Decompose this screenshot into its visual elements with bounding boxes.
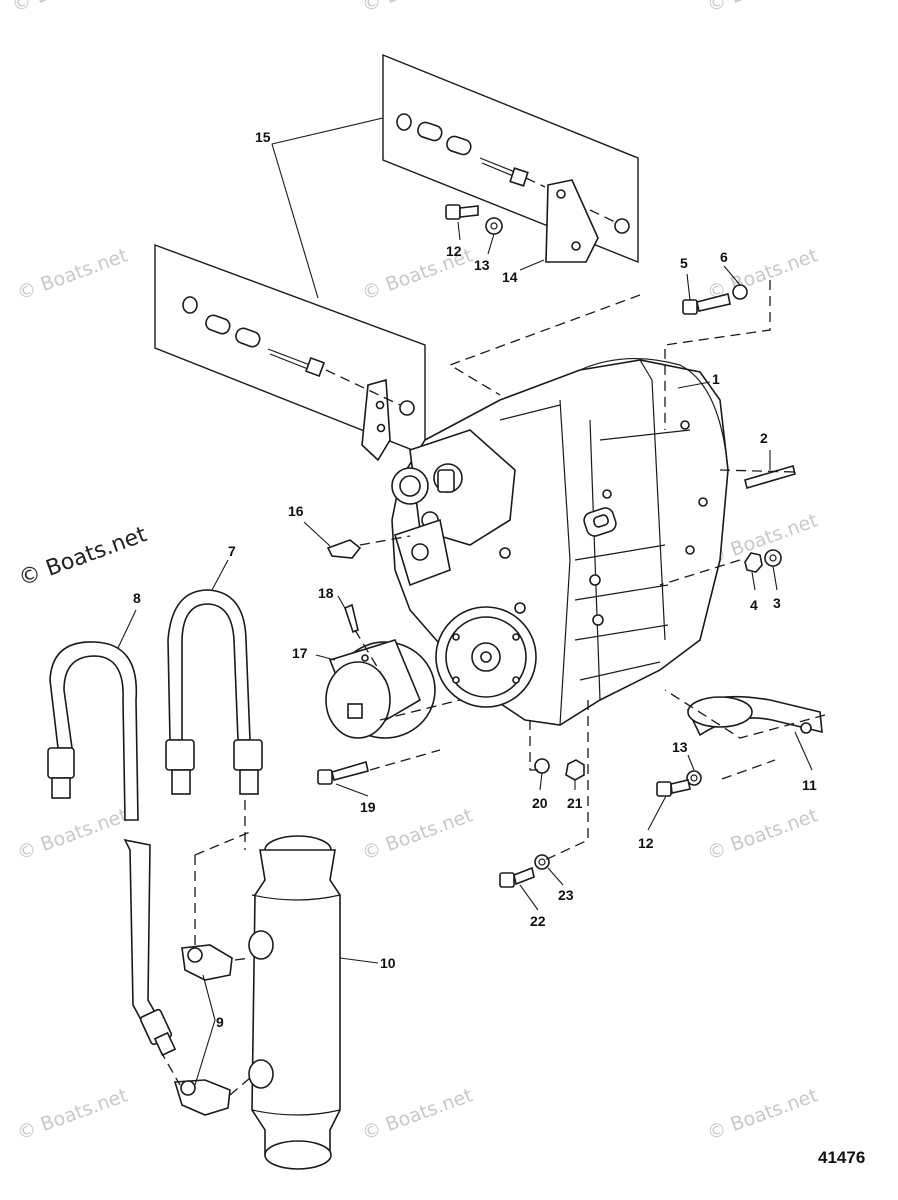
drive-coupler (325, 639, 436, 739)
callout-16: 16 (288, 503, 304, 519)
callout-12-lower: 12 (638, 835, 654, 851)
callout-2: 2 (760, 430, 768, 446)
upper-mount-panel (382, 53, 639, 264)
callout-1: 1 (712, 371, 720, 387)
callout-leaders (117, 221, 813, 1086)
callout-5: 5 (680, 255, 688, 271)
watermark: © Boats.net (704, 804, 820, 864)
callout-3: 3 (773, 595, 781, 611)
watermark: © Boats.net (14, 1084, 130, 1144)
callout-7: 7 (228, 543, 236, 559)
watermark: © Boats.net (704, 0, 820, 17)
figure-number: 41476 (818, 1148, 865, 1167)
lower-mount-panel (154, 243, 426, 462)
callout-13-lower: 13 (672, 739, 688, 755)
callout-6: 6 (720, 249, 728, 265)
watermark: © Boats.net (9, 0, 125, 17)
assembly-lines (159, 280, 826, 1096)
callout-11: 11 (802, 777, 817, 793)
callout-10: 10 (380, 955, 396, 971)
heat-exchanger (248, 835, 341, 1170)
callout-23: 23 (558, 887, 574, 903)
callout-21: 21 (567, 795, 583, 811)
callout-14: 14 (502, 269, 518, 285)
watermark: © Boats.net (359, 0, 475, 17)
callout-19: 19 (360, 799, 376, 815)
callout-12-upper: 12 (446, 243, 462, 259)
callout-13-upper: 13 (474, 257, 490, 273)
callout-18: 18 (318, 585, 334, 601)
watermark-primary: © Boats.net (16, 522, 151, 592)
callout-20: 20 (532, 795, 548, 811)
callout-15: 15 (255, 129, 271, 145)
hose-assemblies (47, 589, 263, 1057)
elbow-fittings (173, 944, 233, 1116)
watermark: © Boats.net (14, 244, 130, 304)
callout-22: 22 (530, 913, 546, 929)
leader-15 (271, 117, 384, 145)
callout-17: 17 (292, 645, 308, 661)
leader-15 (271, 143, 319, 299)
callout-9: 9 (216, 1014, 224, 1030)
callout-8: 8 (133, 590, 141, 606)
hardware (317, 204, 823, 888)
callout-4: 4 (750, 597, 758, 613)
watermark: © Boats.net (359, 1084, 475, 1144)
callout-labels: 1 2 3 4 5 6 7 8 9 10 11 12 12 13 13 14 1… (133, 129, 817, 1030)
input-flange (435, 606, 537, 708)
watermark: © Boats.net (359, 804, 475, 864)
watermark: © Boats.net (14, 804, 130, 864)
watermark: © Boats.net (704, 1084, 820, 1144)
